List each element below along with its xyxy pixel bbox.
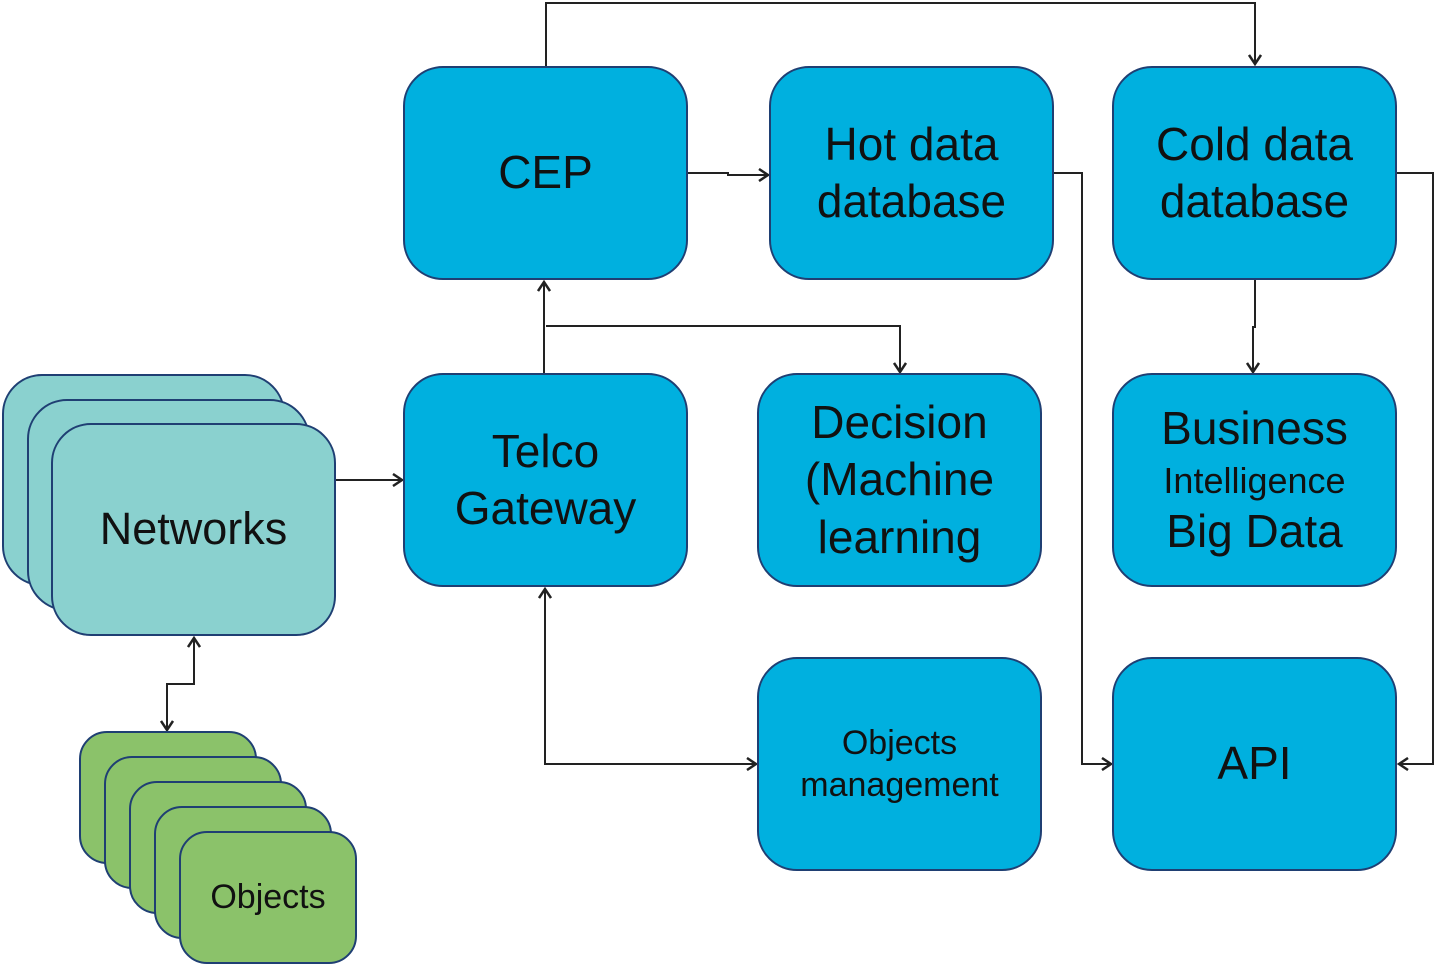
- telco-gateway-label-line2: Gateway: [454, 482, 637, 534]
- edge-cep-to-cold-db: [545, 2, 1255, 66]
- edge-cold-db-to-bi: [1253, 280, 1255, 372]
- edge-cep-to-hot-db: [687, 173, 768, 175]
- cep-label: CEP: [498, 146, 593, 199]
- cep-node[interactable]: CEP: [403, 66, 688, 280]
- api-node[interactable]: API: [1112, 657, 1397, 871]
- edge-cold-db-to-api: [1396, 172, 1434, 764]
- api-label: API: [1217, 737, 1292, 790]
- telco-gateway-label-line1: Telco: [491, 424, 600, 477]
- networks-label: Networks: [99, 503, 288, 555]
- edge-networks-objects: [167, 638, 194, 730]
- networks-node[interactable]: Networks: [51, 423, 336, 636]
- cold-db-label-line2: database: [1159, 175, 1350, 227]
- bi-label-line3: Big Data: [1166, 504, 1343, 557]
- decision-label-line2: (Machine: [804, 453, 995, 506]
- objects-label: Objects: [210, 878, 326, 917]
- objects-node[interactable]: Objects: [179, 831, 357, 964]
- bi-label-line1: Business: [1161, 402, 1348, 454]
- business-intelligence-node[interactable]: Business Intelligence Big Data: [1112, 373, 1397, 587]
- decision-label-line3: learning: [817, 510, 982, 563]
- objects-management-label-line2: management: [800, 766, 999, 804]
- edge-telco-to-decision: [546, 325, 900, 372]
- telco-gateway-node[interactable]: Telco Gateway: [403, 373, 688, 587]
- cold-db-label-line1: Cold data: [1156, 117, 1353, 170]
- hot-db-label-line2: database: [816, 175, 1007, 227]
- decision-node[interactable]: Decision (Machine learning: [757, 373, 1042, 587]
- edge-telco-objects-mgmt: [545, 589, 756, 764]
- objects-management-node[interactable]: Objects management: [757, 657, 1042, 871]
- hot-db-label-line1: Hot data: [824, 117, 999, 170]
- objects-management-label-line1: Objects: [841, 723, 958, 762]
- edge-hot-db-to-api: [1053, 172, 1111, 764]
- cold-db-node[interactable]: Cold data database: [1112, 66, 1397, 280]
- decision-label-line1: Decision: [811, 395, 988, 448]
- hot-db-node[interactable]: Hot data database: [769, 66, 1054, 280]
- bi-label-line2: Intelligence: [1163, 459, 1346, 501]
